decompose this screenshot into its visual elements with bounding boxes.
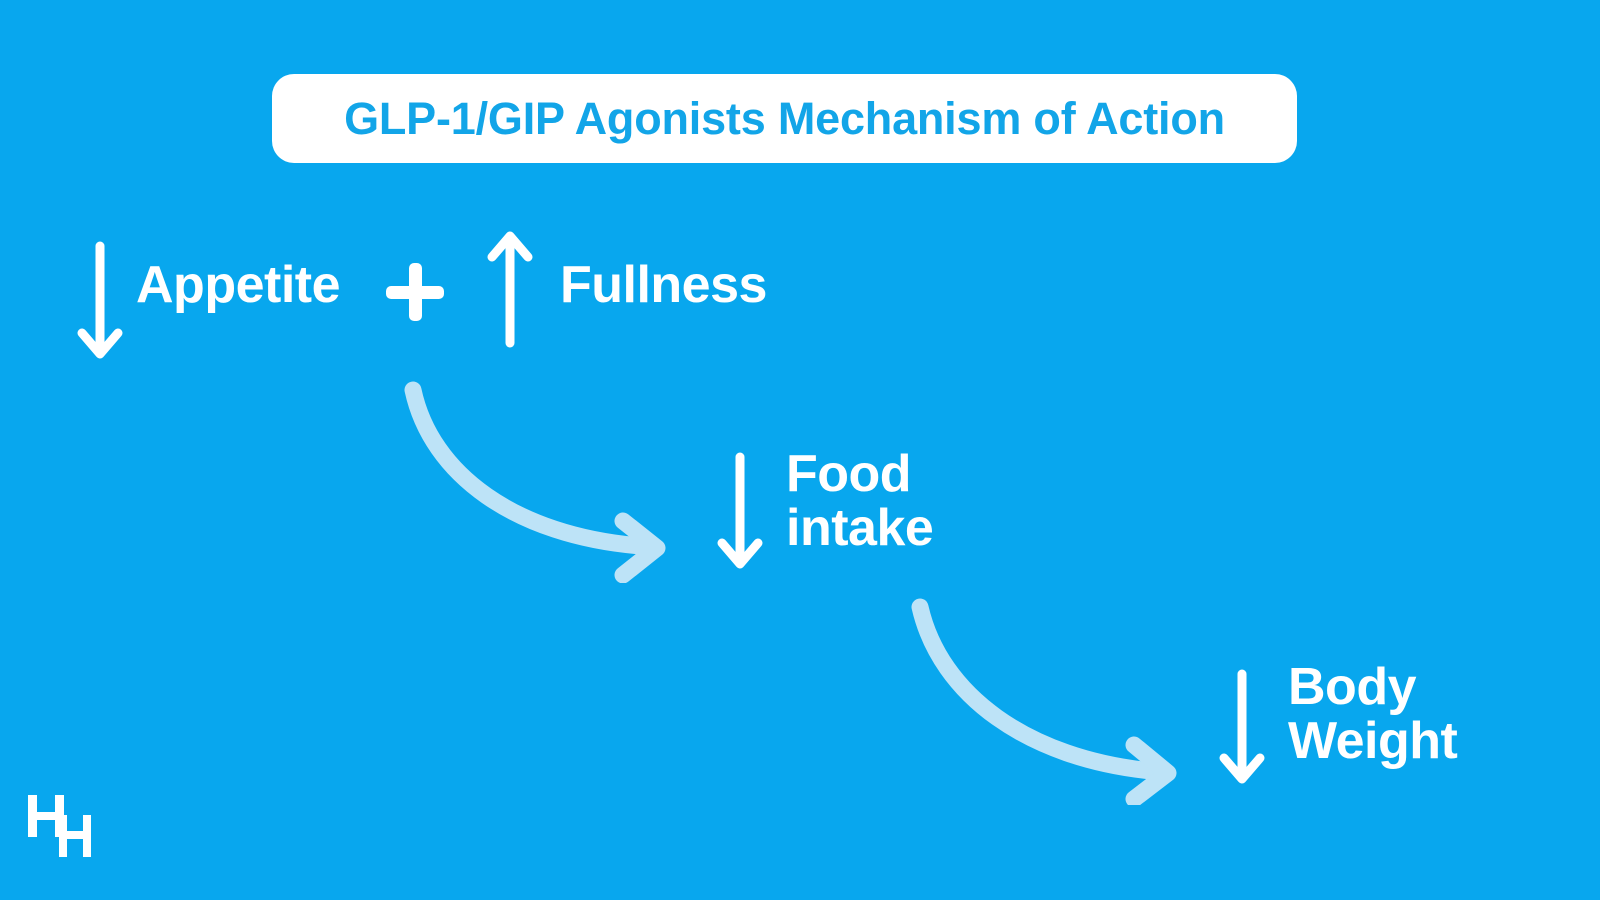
hh-logo-icon xyxy=(28,795,91,857)
plus-bar-vertical xyxy=(409,263,422,321)
connector-food-intake-to-body-weight-icon xyxy=(911,598,1177,805)
node-label-appetite: Appetite xyxy=(136,256,341,314)
appetite-decrease-arrow-icon xyxy=(77,241,123,359)
node-label-body-weight: Body Weight xyxy=(1288,658,1458,771)
node-label-fullness: Fullness xyxy=(560,256,767,314)
connector-appetite-to-food-intake-icon xyxy=(404,381,666,583)
food-intake-decrease-arrow-icon xyxy=(717,452,763,569)
fullness-increase-arrow-icon xyxy=(487,231,533,348)
body-weight-decrease-arrow-icon xyxy=(1219,669,1265,784)
page-title: GLP-1/GIP Agonists Mechanism of Action xyxy=(344,92,1225,144)
title-pill: GLP-1/GIP Agonists Mechanism of Action xyxy=(272,74,1297,163)
plus-operator-icon xyxy=(386,263,444,321)
node-label-food-intake: Food intake xyxy=(786,445,934,558)
